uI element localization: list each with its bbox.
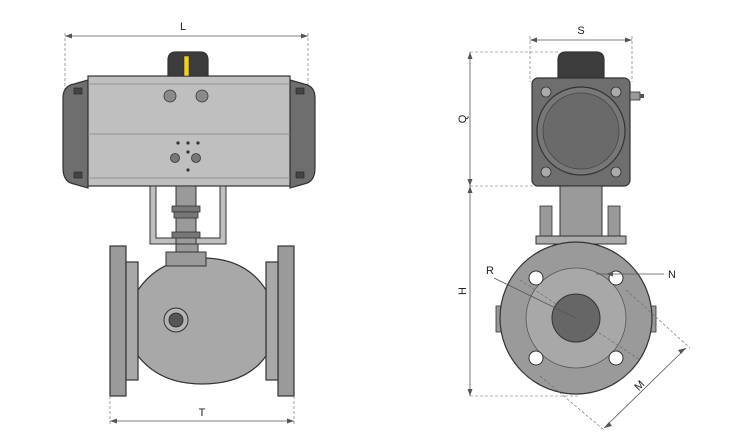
actuator-body xyxy=(87,75,291,187)
label-r: R xyxy=(486,265,494,277)
label-m: M xyxy=(632,378,647,393)
label-t: T xyxy=(199,407,206,419)
label-n: N xyxy=(668,269,676,281)
dimension-h: H xyxy=(457,186,580,397)
mounting-bracket xyxy=(149,185,227,261)
dimension-n: N xyxy=(596,269,676,281)
label-q: Q xyxy=(457,114,469,123)
front-view: L xyxy=(62,21,316,425)
dimension-m: M xyxy=(539,289,691,431)
label-s: S xyxy=(577,25,584,37)
actuator-left-cap xyxy=(62,79,89,189)
side-view: S Q H xyxy=(457,25,691,431)
side-actuator xyxy=(531,51,644,187)
dimension-t: T xyxy=(109,396,295,425)
label-h: H xyxy=(457,287,469,295)
side-bracket xyxy=(535,185,627,245)
dimension-r: R xyxy=(486,265,577,319)
dimension-s: S xyxy=(529,25,633,82)
position-indicator xyxy=(167,51,209,77)
actuator-right-cap xyxy=(289,79,316,189)
valve-body xyxy=(109,245,295,397)
dimension-l: L xyxy=(64,21,309,92)
label-l: L xyxy=(180,21,186,33)
